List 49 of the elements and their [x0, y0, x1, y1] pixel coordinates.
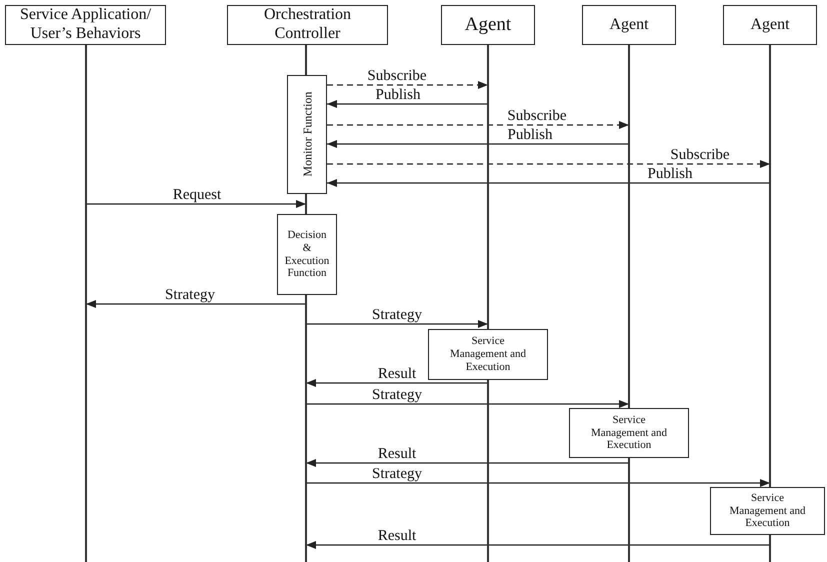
node-text: Decision & Execution Function	[284, 228, 330, 280]
activation-box	[710, 487, 825, 535]
node-text: Orchestration Controller	[262, 6, 352, 44]
edge-label: Request	[170, 187, 224, 203]
message-arrow	[327, 160, 770, 168]
edge-label: Strategy	[163, 287, 217, 303]
participant-box	[441, 5, 535, 45]
lifeline	[304, 45, 308, 75]
lifeline	[627, 458, 631, 562]
node-text: Service Management and Execution	[448, 335, 528, 374]
message-arrow	[306, 400, 629, 408]
lifeline	[627, 45, 631, 408]
participant-box	[227, 5, 388, 45]
node-text: Monitor Function	[300, 92, 314, 177]
edge-label: Strategy	[370, 307, 424, 323]
message-arrow	[327, 140, 629, 148]
node-text: Agent	[750, 16, 790, 34]
lifeline	[304, 194, 308, 214]
message-arrow	[327, 121, 629, 129]
lifeline	[84, 45, 88, 562]
participant-box	[5, 5, 166, 45]
message-arrow	[327, 100, 488, 108]
node-text: Agent	[464, 14, 512, 36]
activation-box	[277, 214, 337, 295]
node-text: Service Application/ User’s Behaviors	[18, 6, 152, 44]
node-text: Agent	[609, 16, 649, 34]
message-arrow	[306, 459, 629, 467]
participant-box	[723, 5, 817, 45]
message-arrow	[306, 379, 488, 387]
participant-box	[582, 5, 676, 45]
message-arrow	[306, 479, 770, 487]
message-arrow	[327, 179, 770, 187]
edge-label: Strategy	[370, 387, 424, 403]
edge-label: Strategy	[370, 466, 424, 482]
message-arrow	[86, 200, 306, 208]
message-arrow	[306, 320, 488, 328]
lifeline	[486, 380, 490, 562]
message-arrow	[327, 81, 488, 89]
lifeline	[768, 535, 772, 562]
activation-box	[287, 75, 327, 194]
lifeline	[486, 45, 490, 329]
lifeline	[304, 295, 308, 562]
node-text: Service Management and Execution	[728, 492, 807, 530]
message-arrow	[86, 300, 306, 308]
message-arrow	[306, 541, 770, 549]
activation-box	[569, 408, 689, 458]
node-text: Service Management and Execution	[590, 414, 668, 452]
lifeline	[768, 45, 772, 487]
activation-box	[428, 329, 548, 380]
